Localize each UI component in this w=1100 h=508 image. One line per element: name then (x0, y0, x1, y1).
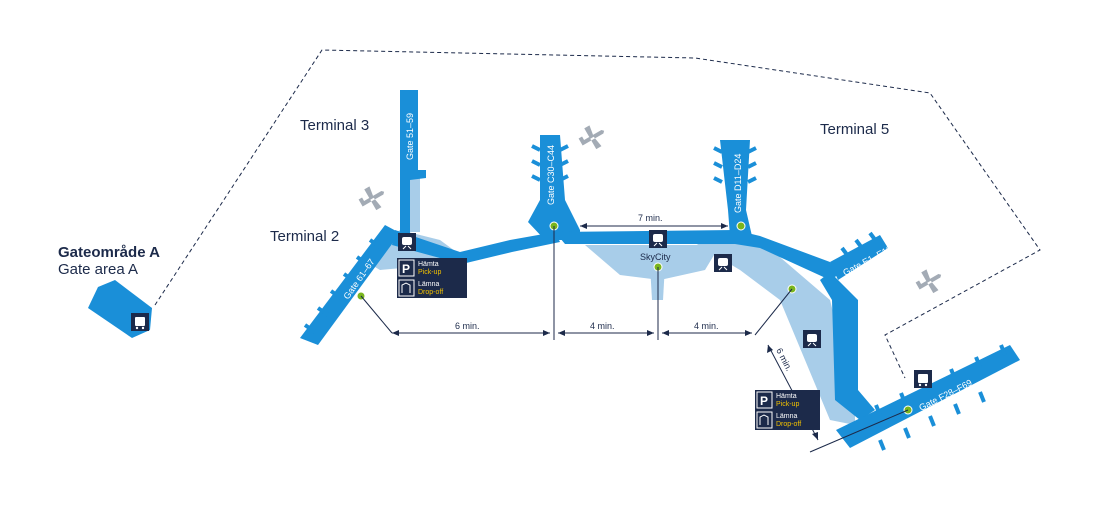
train-icon (714, 254, 732, 272)
distance-c-to-d: 7 min. (638, 213, 663, 223)
gate-51-59-label: Gate 51–59 (405, 113, 415, 160)
area-a-title-sv: Gateområde A (58, 244, 160, 261)
dropoff-icon (401, 282, 411, 293)
svg-text:P: P (402, 262, 410, 276)
gate-d-label: Gate D11–D24 (733, 154, 743, 213)
svg-text:Hämta: Hämta (776, 393, 797, 400)
distance-t5-to-f: 6 min. (774, 346, 794, 372)
pickup-dropoff-box-t5: P Hämta Pick-up Lämna Drop-off (755, 390, 820, 430)
distance-61-to-c: 6 min. (455, 321, 480, 331)
train-icon (649, 230, 667, 248)
svg-text:Pick-up: Pick-up (418, 269, 441, 276)
terminal-buildings (360, 175, 855, 425)
svg-text:Hämta: Hämta (418, 261, 439, 268)
svg-text:Drop-off: Drop-off (418, 289, 443, 296)
piers (88, 90, 1020, 448)
plane-icon (915, 269, 942, 294)
svg-text:Lämna: Lämna (776, 413, 798, 420)
distance-arrowheads (392, 223, 818, 440)
terminal-2-label: Terminal 2 (270, 228, 339, 245)
bus-icon (914, 370, 932, 388)
area-a-title-en: Gate area A (58, 261, 138, 278)
svg-text:Drop-off: Drop-off (776, 421, 801, 428)
plane-icon (358, 186, 385, 211)
skycity-label: SkyCity (640, 252, 671, 262)
train-icon (398, 233, 416, 251)
distance-c-to-skycity: 4 min. (590, 321, 615, 331)
train-icon (803, 330, 821, 348)
airside-boundary (154, 49, 1041, 379)
terminal-3-label: Terminal 3 (300, 117, 369, 134)
bus-icon (131, 313, 149, 331)
svg-text:P: P (760, 394, 768, 408)
terminal-5-label: Terminal 5 (820, 121, 889, 138)
distance-skycity-to-t5: 4 min. (694, 321, 719, 331)
gate-c-label: Gate C30–C44 (546, 145, 556, 205)
svg-text:Pick-up: Pick-up (776, 401, 799, 408)
pickup-dropoff-box-t2: P Hämta Pick-up Lämna Drop-off (397, 258, 467, 298)
svg-text:Lämna: Lämna (418, 281, 440, 288)
plane-icon (578, 125, 605, 150)
